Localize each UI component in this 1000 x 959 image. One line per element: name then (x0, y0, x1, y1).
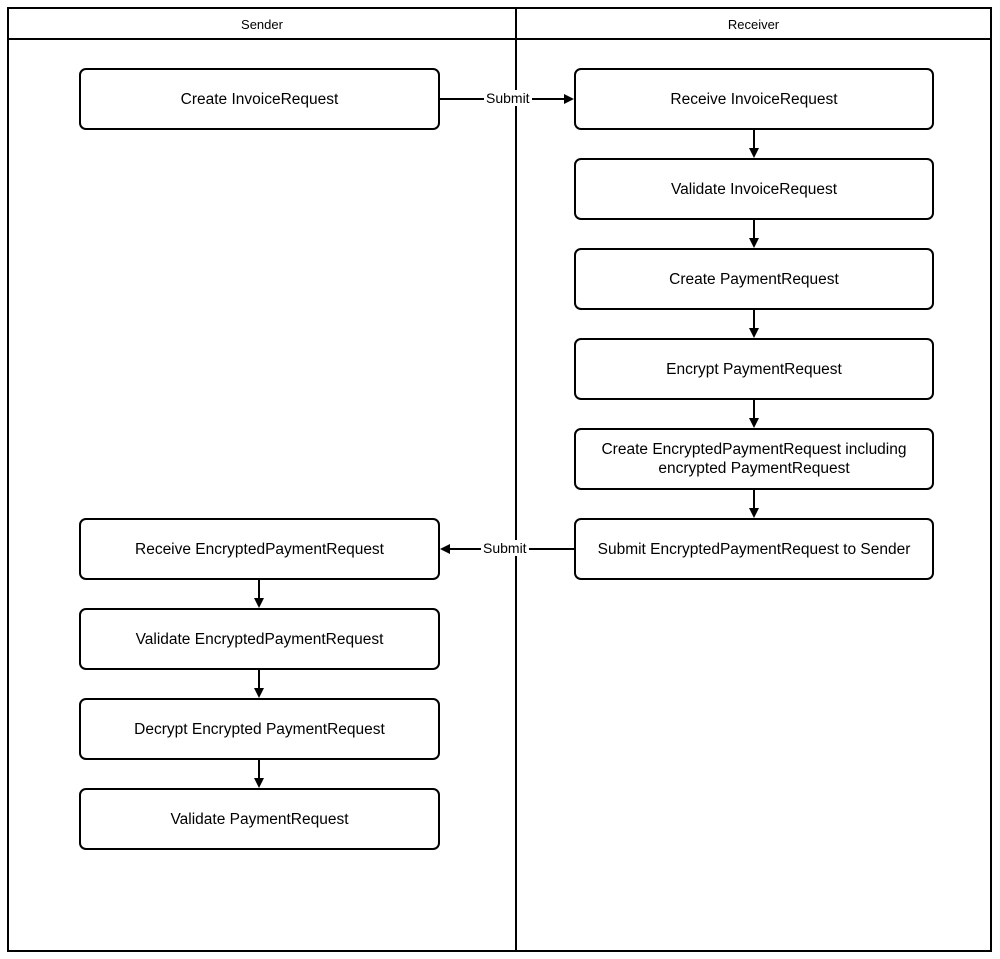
edge-line-receive-to-validate-encrypted (258, 580, 260, 598)
edge-arrowhead-submit-invoicerequest (564, 93, 574, 104)
edge-arrowhead-decrypt-to-validate-payment (253, 778, 264, 788)
task-validate-paymentrequest[interactable]: Validate PaymentRequest (79, 788, 440, 850)
edge-arrowhead-create-to-encrypt-payment (748, 328, 759, 338)
edge-arrowhead-submit-encryptedpaymentrequest (440, 543, 450, 554)
edge-arrowhead-encrypt-to-create-encrypted (748, 418, 759, 428)
edge-line-validate-to-create-payment (753, 220, 755, 238)
edge-arrowhead-receive-to-validate-encrypted (253, 598, 264, 608)
edge-arrowhead-create-encrypted-to-submit (748, 508, 759, 518)
edge-line-encrypt-to-create-encrypted (753, 400, 755, 418)
edge-line-decrypt-to-validate-payment (258, 760, 260, 778)
task-create-encryptedpaymentrequest[interactable]: Create EncryptedPaymentRequest including… (574, 428, 934, 490)
lane-divider (515, 9, 517, 950)
task-receive-invoicerequest[interactable]: Receive InvoiceRequest (574, 68, 934, 130)
task-create-invoicerequest[interactable]: Create InvoiceRequest (79, 68, 440, 130)
edge-line-validate-encrypted-to-decrypt (258, 670, 260, 688)
edge-arrowhead-receive-to-validate (748, 148, 759, 158)
edge-label-submit-invoicerequest: Submit (484, 90, 532, 106)
edge-arrowhead-validate-encrypted-to-decrypt (253, 688, 264, 698)
edge-line-receive-to-validate (753, 130, 755, 148)
edge-line-create-encrypted-to-submit (753, 490, 755, 508)
task-encrypt-paymentrequest[interactable]: Encrypt PaymentRequest (574, 338, 934, 400)
lane-header-receiver: Receiver (727, 17, 780, 32)
lane-header-row: Sender Receiver (9, 9, 990, 40)
edge-line-create-to-encrypt-payment (753, 310, 755, 328)
task-decrypt-encrypted-paymentrequest[interactable]: Decrypt Encrypted PaymentRequest (79, 698, 440, 760)
edge-label-submit-encryptedpaymentrequest: Submit (481, 540, 529, 556)
edge-arrowhead-validate-to-create-payment (748, 238, 759, 248)
task-validate-invoicerequest[interactable]: Validate InvoiceRequest (574, 158, 934, 220)
task-submit-encryptedpaymentrequest-to-sender[interactable]: Submit EncryptedPaymentRequest to Sender (574, 518, 934, 580)
task-create-paymentrequest[interactable]: Create PaymentRequest (574, 248, 934, 310)
task-validate-encryptedpaymentrequest[interactable]: Validate EncryptedPaymentRequest (79, 608, 440, 670)
task-receive-encryptedpaymentrequest[interactable]: Receive EncryptedPaymentRequest (79, 518, 440, 580)
lane-header-sender: Sender (241, 17, 283, 32)
